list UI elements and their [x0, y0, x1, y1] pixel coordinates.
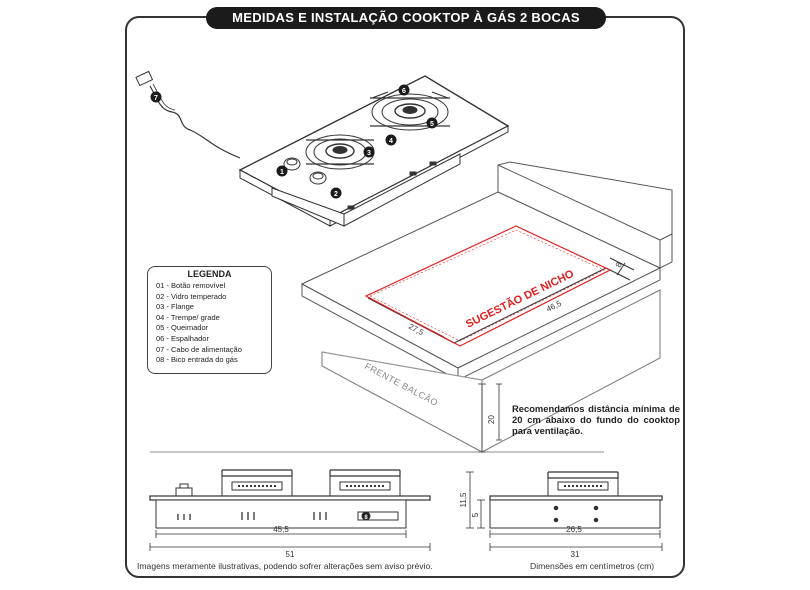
legend-item: 05 - Queimador — [156, 323, 209, 333]
countertop — [300, 161, 673, 453]
callout-8-marker-label: 8 — [364, 515, 368, 521]
page-title: MEDIDAS E INSTALAÇÃO COOKTOP À GÁS 2 BOC… — [206, 7, 606, 29]
callout-7-label: 7 — [154, 95, 158, 102]
side-body-height: 5 — [471, 512, 480, 517]
front-glass — [149, 495, 431, 501]
footer-disclaimer: Imagens meramente ilustrativas, podendo … — [137, 561, 433, 571]
knob-left — [283, 157, 301, 171]
callout-3: 3 — [363, 146, 375, 158]
side-inner-depth: 26,5 — [566, 525, 582, 534]
callout-6: 6 — [398, 84, 410, 96]
ventilation-note: Recomendamos distância mínima de 20 cm a… — [512, 403, 680, 436]
side-body — [489, 499, 661, 529]
legend-item: 08 - Bico entrada do gás — [156, 355, 238, 365]
burner-right — [370, 91, 450, 131]
callout-7: 7 — [150, 91, 162, 103]
side-view — [466, 471, 663, 551]
side-total-height: 11,5 — [459, 492, 468, 508]
front-inner-width: 45,5 — [273, 525, 289, 534]
power-cable — [149, 85, 241, 159]
legend-item: 04 - Trempe/ grade — [156, 312, 220, 322]
callout-4-label: 4 — [389, 138, 393, 145]
callout-5-label: 5 — [430, 121, 434, 128]
ventilation-gap-value: 20 — [487, 415, 496, 424]
legend-item: 02 - Vidro temperado — [156, 291, 227, 301]
legend-title: LEGENDA — [187, 269, 232, 279]
callout-6-label: 6 — [402, 88, 406, 95]
knob-right — [309, 171, 327, 185]
legend-item: 07 - Cabo de alimentação — [156, 344, 242, 354]
footer-units: Dimensões em centímetros (cm) — [530, 561, 655, 571]
power-plug — [135, 70, 154, 87]
front-view — [149, 469, 431, 551]
side-glass — [489, 495, 663, 501]
legend-item: 01 - Botão removível — [156, 281, 226, 290]
legend-box: LEGENDA 01 - Botão removível 02 - Vidro … — [147, 266, 272, 374]
front-outer-width: 51 — [286, 550, 295, 559]
callout-3-label: 3 — [367, 150, 371, 157]
cooktop-perspective — [135, 70, 510, 227]
callout-2: 2 — [330, 187, 342, 199]
callout-4: 4 — [385, 134, 397, 146]
callout-markers: 1 2 3 4 5 6 7 — [150, 84, 438, 199]
side-outer-depth: 31 — [571, 550, 580, 559]
callout-2-label: 2 — [334, 191, 338, 198]
legend-item: 03 - Flange — [156, 302, 194, 312]
callout-1: 1 — [276, 165, 288, 177]
legend-item: 06 - Espalhador — [156, 333, 209, 343]
niche-back-gap: 8 — [614, 260, 624, 269]
niche-outline — [364, 225, 612, 347]
callout-5: 5 — [426, 117, 438, 129]
callout-1-label: 1 — [280, 169, 284, 176]
